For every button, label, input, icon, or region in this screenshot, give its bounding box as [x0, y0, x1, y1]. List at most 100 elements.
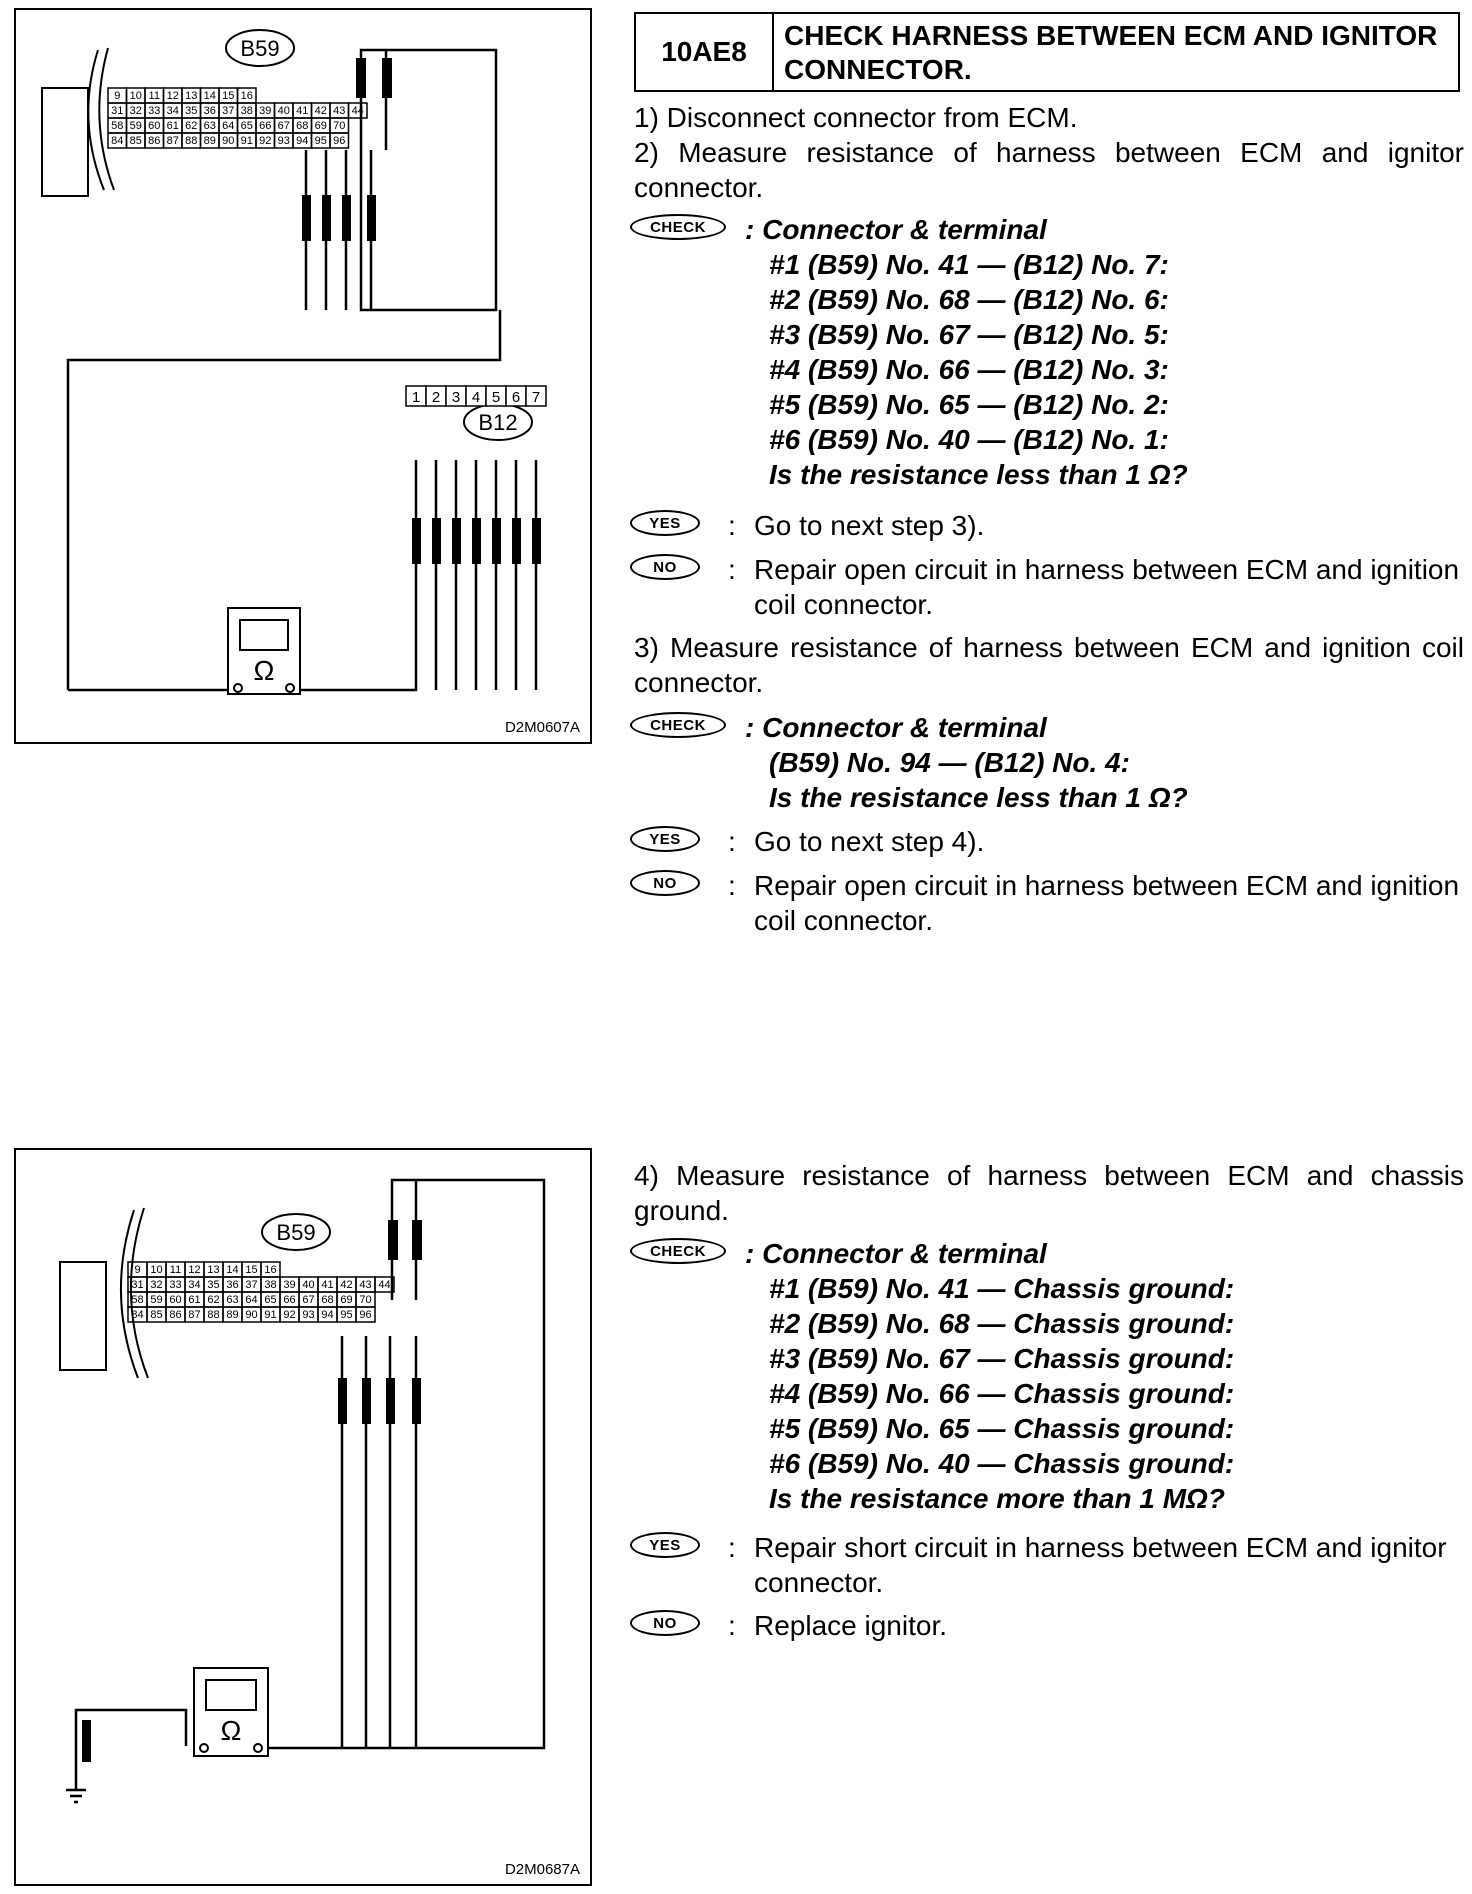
terminal-number: 40 [302, 1279, 314, 1291]
terminal-number: 67 [302, 1294, 314, 1306]
harness-wires [66, 48, 538, 692]
terminal-number: 9 [114, 90, 120, 102]
step-3: 3) Measure resistance of harness between… [634, 632, 1464, 698]
terminal-cell [329, 132, 350, 149]
yes-badge: YES [630, 510, 700, 536]
terminal-number: 66 [259, 120, 271, 132]
terminal-number: 37 [222, 105, 234, 117]
terminal-number: 64 [222, 120, 234, 132]
terminal-number: 60 [148, 120, 160, 132]
step-2: 2) Measure resistance of harness between… [634, 137, 1464, 203]
terminal-number: 36 [204, 105, 216, 117]
yes-badge: YES [630, 1532, 700, 1558]
ecm-connector-housing [41, 87, 89, 197]
yes-row-3: YES : Repair short circuit in harness be… [630, 1530, 1470, 1600]
check-badge: CHECK [630, 1238, 726, 1264]
terminal-number: 9 [134, 1264, 140, 1276]
terminal-number: 40 [278, 105, 290, 117]
terminal-number: 39 [283, 1279, 295, 1291]
terminal-number: 68 [296, 120, 308, 132]
check1-line: #5 (B59) No. 65 — (B12) No. 2: [769, 389, 1169, 420]
terminal-number: 61 [188, 1294, 200, 1306]
section-header: 10AE8 CHECK HARNESS BETWEEN ECM AND IGNI… [634, 12, 1460, 92]
terminal-number: 13 [185, 90, 197, 102]
terminal-number: 39 [259, 105, 271, 117]
check-badge: CHECK [630, 214, 726, 240]
check2-lines: : Connector & terminal (B59) No. 94 — (B… [745, 710, 1188, 815]
terminal-number: 38 [264, 1279, 276, 1291]
terminal-number: 16 [264, 1264, 276, 1276]
no-badge: NO [630, 554, 700, 580]
terminal-number: 33 [148, 105, 160, 117]
terminal-number: 65 [264, 1294, 276, 1306]
section-code: 10AE8 [636, 14, 774, 90]
cable-curve-2 [120, 1209, 139, 1379]
terminal-number: 89 [204, 135, 216, 147]
check1-heading: : Connector & terminal [745, 214, 1047, 245]
terminal-number: 43 [333, 105, 345, 117]
check2-line: (B59) No. 94 — (B12) No. 4: [769, 747, 1130, 778]
check1-line: #1 (B59) No. 41 — (B12) No. 7: [769, 249, 1169, 280]
terminal-number: 88 [207, 1309, 219, 1321]
section-title: CHECK HARNESS BETWEEN ECM AND IGNITOR CO… [784, 20, 1438, 85]
check3-heading: : Connector & terminal [745, 1238, 1047, 1269]
check2-question: Is the resistance less than 1 Ω? [769, 782, 1188, 813]
terminal-number: 70 [359, 1294, 371, 1306]
b59-label: B59 [240, 36, 279, 61]
check1-question: Is the resistance less than 1 Ω? [769, 459, 1188, 490]
terminal-number: 84 [111, 135, 123, 147]
terminal-number: 95 [315, 135, 327, 147]
terminal-number: 66 [283, 1294, 295, 1306]
terminal-number: 14 [204, 90, 216, 102]
terminal-number: 59 [130, 120, 142, 132]
terminal-number: 69 [315, 120, 327, 132]
terminal-number: 34 [167, 105, 179, 117]
terminal-number: 63 [226, 1294, 238, 1306]
b12-pin-number: 6 [512, 389, 520, 406]
b12-pin-number: 7 [532, 389, 540, 406]
terminal-number: 86 [148, 135, 160, 147]
figure-code-1: D2M0607A [504, 719, 580, 736]
yes-response-1: Go to next step 3). [754, 510, 985, 541]
terminal-number: 86 [169, 1309, 181, 1321]
ohm-symbol-1: Ω [254, 655, 275, 686]
terminal-number: 93 [278, 135, 290, 147]
yes-row-2: YES : Go to next step 4). [630, 824, 1470, 859]
terminal-number: 12 [188, 1264, 200, 1276]
yes-response-2: Go to next step 4). [754, 826, 985, 857]
check-block-1: CHECK : Connector & terminal #1 (B59) No… [630, 212, 1470, 492]
terminal-number: 61 [167, 120, 179, 132]
terminal-number: 14 [226, 1264, 238, 1276]
check3-line: #3 (B59) No. 67 — Chassis ground: [769, 1343, 1235, 1374]
check3-line: #4 (B59) No. 66 — Chassis ground: [769, 1378, 1235, 1409]
terminal-number: 31 [111, 105, 123, 117]
check3-line: #5 (B59) No. 65 — Chassis ground: [769, 1413, 1235, 1444]
b12-pin [525, 385, 547, 407]
terminal-number: 96 [333, 135, 345, 147]
no-response-1: Repair open circuit in harness between E… [754, 554, 1460, 620]
terminal-number: 58 [111, 120, 123, 132]
terminal-number: 15 [245, 1264, 257, 1276]
b12-pin-number: 3 [452, 389, 460, 406]
no-row-1: NO : Repair open circuit in harness betw… [630, 552, 1470, 622]
terminal-number: 93 [302, 1309, 314, 1321]
cable-curve [87, 49, 105, 191]
terminal-number: 85 [150, 1309, 162, 1321]
check1-line: #6 (B59) No. 40 — (B12) No. 1: [769, 424, 1169, 455]
terminal-number: 10 [130, 90, 142, 102]
terminal-number: 34 [188, 1279, 200, 1291]
terminal-number: 33 [169, 1279, 181, 1291]
terminal-number: 68 [321, 1294, 333, 1306]
terminal-number: 90 [245, 1309, 257, 1321]
terminal-number: 58 [131, 1294, 143, 1306]
check2-heading: : Connector & terminal [745, 712, 1047, 743]
terminal-number: 94 [296, 135, 308, 147]
terminal-number: 62 [185, 120, 197, 132]
no-row-2: NO : Repair open circuit in harness betw… [630, 868, 1470, 938]
terminal-number: 32 [130, 105, 142, 117]
terminal-number: 63 [204, 120, 216, 132]
